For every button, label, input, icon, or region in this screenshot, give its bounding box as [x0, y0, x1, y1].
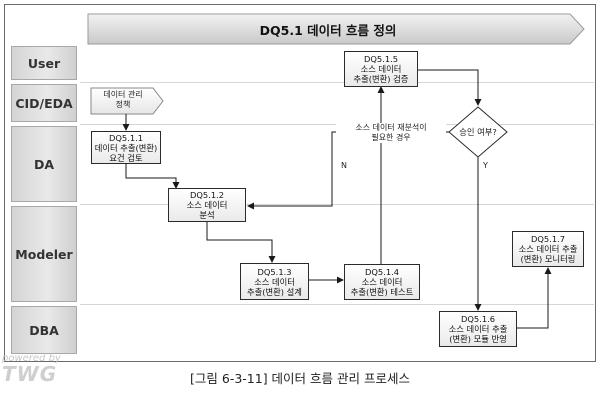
step-dq5-1-1: DQ5.1.1 데이터 추출(변환) 요건 검토	[91, 131, 161, 164]
branch-no-label: N	[341, 161, 347, 170]
step-dq5-1-2: DQ5.1.2 소스 데이터 분석	[168, 188, 246, 222]
step-dq5-1-1-line3: 요건 검토	[109, 152, 143, 163]
lane-modeler-label: Modeler	[11, 206, 77, 302]
step-dq5-1-7-line3: (변환) 모니터링	[520, 254, 576, 264]
input-policy-shape	[90, 87, 164, 115]
input-policy-label: 데이터 관리 정책	[92, 90, 154, 110]
title-banner	[87, 13, 585, 45]
step-dq5-1-1-id: DQ5.1.1	[108, 132, 144, 143]
step-dq5-1-7-id: DQ5.1.7	[530, 234, 566, 244]
branch-yes-label: Y	[483, 161, 488, 170]
step-dq5-1-5-line2: 소스 데이터	[360, 64, 402, 74]
decision-label: 승인 여부?	[459, 127, 497, 137]
lane-da-label: DA	[11, 126, 77, 202]
edge-515-to-decision	[418, 69, 482, 106]
step-dq5-1-5-line3: 추출(변환) 검증	[353, 74, 409, 84]
lane-separator	[80, 304, 594, 305]
lane-separator	[80, 204, 594, 205]
step-dq5-1-7: DQ5.1.7 소스 데이터 추출 (변환) 모니터링	[512, 231, 584, 267]
reanalysis-annotation: 소스 데이터 재분석이 필요한 경우	[336, 123, 446, 143]
diagram-frame	[4, 4, 596, 362]
step-dq5-1-6-line2: 소스 데이터 추출	[448, 324, 508, 334]
step-dq5-1-3: DQ5.1.3 소스 데이터 추출(변환) 설계	[240, 263, 309, 300]
edge-512-to-513	[206, 222, 276, 263]
input-policy-line2: 정책	[115, 100, 131, 109]
step-dq5-1-6-id: DQ5.1.6	[460, 314, 496, 324]
step-dq5-1-3-line3: 추출(변환) 설계	[247, 286, 302, 297]
step-dq5-1-4-line2: 소스 데이터	[361, 277, 403, 287]
reanalysis-annotation-line2: 필요한 경우	[371, 133, 411, 142]
step-dq5-1-4-id: DQ5.1.4	[364, 267, 400, 277]
reanalysis-annotation-line1: 소스 데이터 재분석이	[355, 123, 427, 132]
step-dq5-1-2-id: DQ5.1.2	[189, 190, 225, 200]
lane-cid-eda-label: CID/EDA	[11, 84, 77, 122]
step-dq5-1-3-id: DQ5.1.3	[257, 266, 292, 277]
step-dq5-1-5: DQ5.1.5 소스 데이터 추출(변환) 검증	[344, 51, 418, 87]
step-dq5-1-5-id: DQ5.1.5	[363, 54, 399, 64]
lane-dba-label: DBA	[11, 306, 77, 354]
edge-516-to-517	[517, 267, 552, 329]
diagram-title: DQ5.1 데이터 흐름 정의	[259, 22, 397, 38]
watermark-logo: powered by TWG	[2, 353, 61, 386]
edge-511-to-512	[125, 164, 180, 189]
step-dq5-1-2-line3: 분석	[199, 210, 215, 220]
step-dq5-1-6-line3: (변환) 모듈 반영	[449, 334, 507, 344]
step-dq5-1-1-line2: 데이터 추출(변환)	[94, 142, 158, 153]
lane-separator	[80, 82, 594, 83]
figure-caption: [그림 6-3-11] 데이터 흐름 관리 프로세스	[190, 371, 410, 386]
step-dq5-1-3-line2: 소스 데이터	[254, 276, 295, 287]
input-policy-line1: 데이터 관리	[103, 90, 143, 99]
edge-decision-no-to-512	[247, 131, 449, 210]
step-dq5-1-2-line2: 소스 데이터	[186, 200, 228, 210]
step-dq5-1-6: DQ5.1.6 소스 데이터 추출 (변환) 모듈 반영	[439, 311, 517, 347]
step-dq5-1-4-line3: 추출(변환) 테스트	[350, 287, 414, 297]
step-dq5-1-7-line2: 소스 데이터 추출	[518, 244, 578, 254]
lane-user-label: User	[11, 46, 77, 80]
step-dq5-1-4: DQ5.1.4 소스 데이터 추출(변환) 테스트	[344, 264, 420, 300]
